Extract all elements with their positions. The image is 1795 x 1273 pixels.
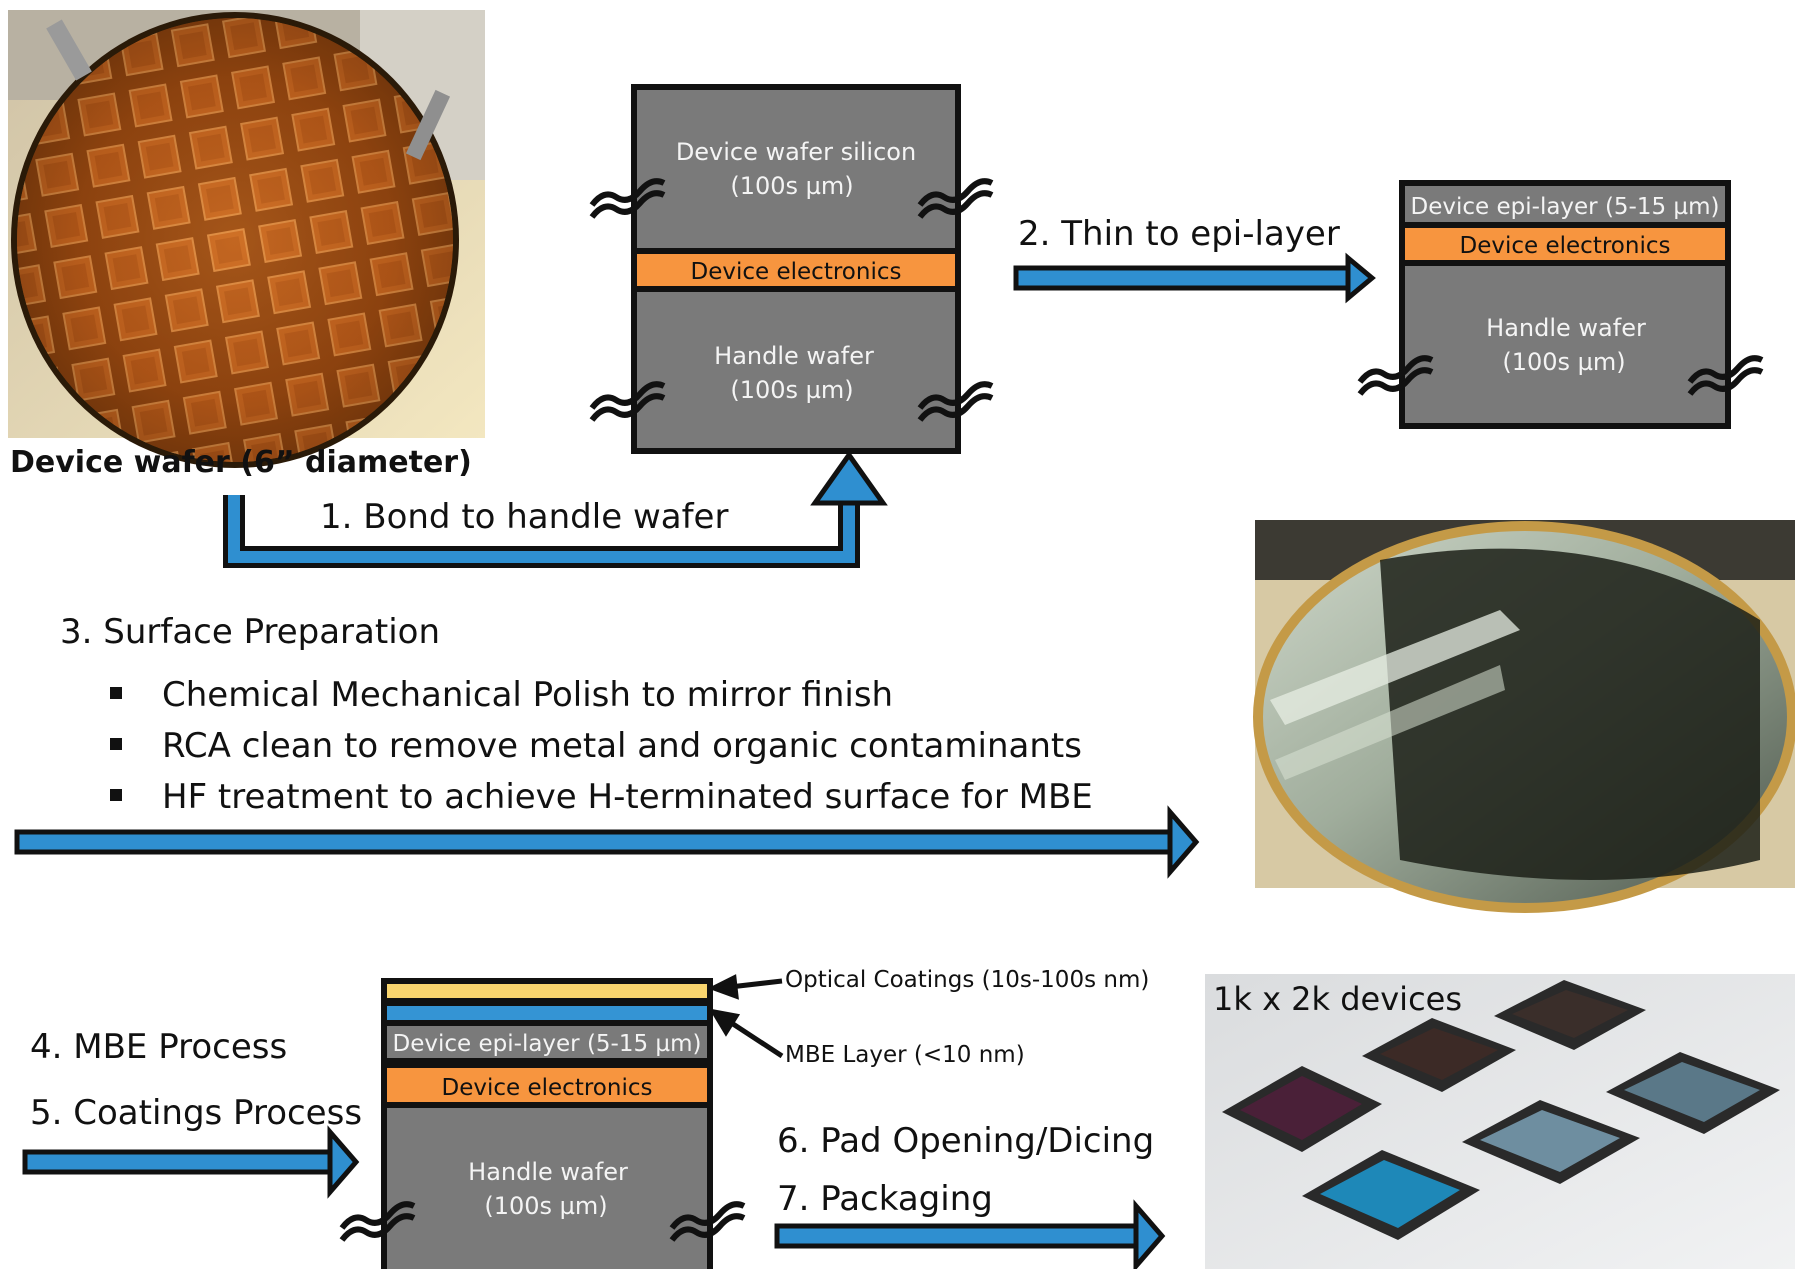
list-item: Chemical Mechanical Polish to mirror fin… [110, 670, 1093, 721]
layer-label: Device wafer silicon [676, 138, 916, 166]
epi-layer [387, 1026, 707, 1058]
optical-coating-layer [387, 984, 707, 998]
step3-arrow-icon [14, 805, 1200, 879]
bullet-text: HF treatment to achieve H-terminated sur… [162, 777, 1093, 817]
layer-label: Handle wafer [468, 1158, 628, 1186]
bullet-icon [110, 686, 122, 699]
device-chip-icon [1362, 1018, 1516, 1092]
device-electronics-layer [637, 254, 955, 286]
break-mark-icon [589, 178, 994, 422]
step3-label: 3. Surface Preparation [60, 612, 440, 652]
handle-wafer-layer [387, 1108, 707, 1270]
list-item: RCA clean to remove metal and organic co… [110, 721, 1093, 772]
device-electronics-layer [1405, 228, 1725, 260]
handle-wafer-layer [637, 292, 955, 448]
device-wafer-caption: Device wafer (6” diameter) [10, 445, 472, 480]
device-chip-icon [1494, 980, 1646, 1050]
break-mark-icon [339, 1201, 746, 1242]
mbe-layer-callout: MBE Layer (<10 nm) [785, 1042, 1025, 1068]
step2-label: 2. Thin to epi-layer [1018, 214, 1340, 254]
layer-label: Handle wafer [1486, 314, 1646, 342]
layer-label: (100s µm) [484, 1192, 607, 1220]
layer-label: Device epi-layer (5-15 µm) [393, 1031, 702, 1057]
step1-arrow-icon [223, 450, 888, 568]
bullet-icon [110, 737, 122, 750]
layer-label: Device epi-layer (5-15 µm) [1411, 194, 1720, 220]
final-stack-diagram: Device epi-layer (5-15 µm) Device electr… [339, 978, 746, 1270]
step4-label: 4. MBE Process [30, 1027, 287, 1067]
callout-arrows-icon [707, 974, 784, 1059]
step2-arrow-icon [1013, 252, 1376, 304]
device-chip-icon [1462, 1100, 1640, 1184]
epi-layer [1405, 186, 1725, 222]
device-chip-icon [1606, 1052, 1780, 1134]
device-chip-icon [1222, 1066, 1382, 1152]
optical-coatings-callout: Optical Coatings (10s-100s nm) [785, 967, 1149, 993]
bullet-icon [110, 788, 122, 801]
layer-label: (100s µm) [730, 376, 853, 404]
devices-caption: 1k x 2k devices [1213, 980, 1462, 1018]
layer-label: Device electronics [1460, 233, 1671, 259]
step6-label: 6. Pad Opening/Dicing [777, 1121, 1154, 1161]
bullet-text: RCA clean to remove metal and organic co… [162, 726, 1082, 766]
layer-label: Handle wafer [714, 342, 874, 370]
step45-arrow-icon [22, 1125, 360, 1199]
packaged-devices-photo [1205, 974, 1795, 1269]
step67-arrow-icon [774, 1199, 1166, 1273]
step3-bullet-list: Chemical Mechanical Polish to mirror fin… [110, 670, 1093, 823]
device-wafer-photo [8, 10, 485, 468]
thinned-stack-diagram: Device epi-layer (5-15 µm) Device electr… [1357, 180, 1764, 429]
step7-label: 7. Packaging [777, 1179, 993, 1219]
device-wafer-silicon-layer [637, 90, 955, 248]
layer-label: Device electronics [691, 259, 902, 285]
device-chip-icon [1302, 1150, 1480, 1240]
list-item: HF treatment to achieve H-terminated sur… [110, 772, 1093, 823]
step1-label: 1. Bond to handle wafer [320, 497, 728, 537]
layer-label: Device electronics [442, 1075, 653, 1101]
device-electronics-layer [387, 1068, 707, 1102]
layer-label: (100s µm) [1502, 348, 1625, 376]
layer-label: (100s µm) [730, 172, 853, 200]
step5-label: 5. Coatings Process [30, 1093, 362, 1133]
bonded-stack-diagram: Device wafer silicon (100s µm) Device el… [589, 84, 994, 454]
polished-wafer-photo [1253, 520, 1795, 913]
handle-wafer-layer [1405, 266, 1725, 423]
bullet-text: Chemical Mechanical Polish to mirror fin… [162, 675, 894, 715]
break-mark-icon [1357, 355, 1764, 396]
mbe-layer [387, 1006, 707, 1020]
